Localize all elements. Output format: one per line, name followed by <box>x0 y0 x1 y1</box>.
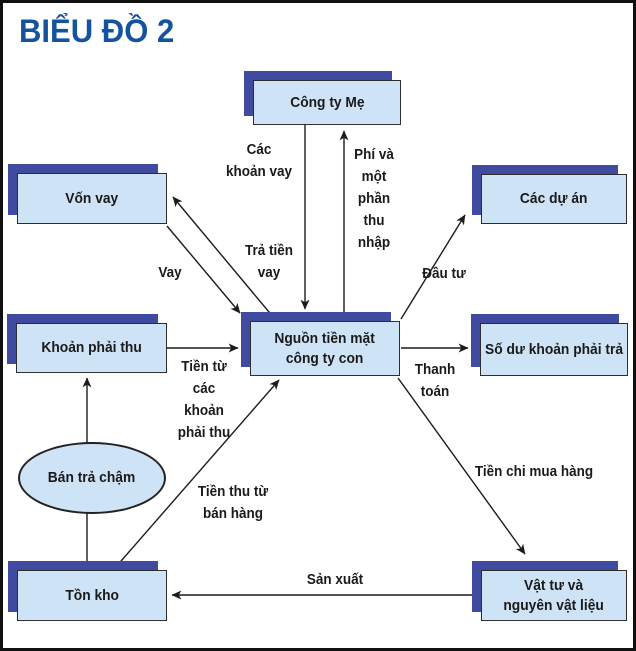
edge-label-cac-khoan-vay: Các khoản vay <box>226 142 292 180</box>
node-ton-kho: Tồn kho <box>17 570 167 621</box>
node-vat-tu-label-line1: Vật tư và <box>524 576 584 594</box>
edge-label-thanh-toan: Thanh toán <box>414 362 456 400</box>
node-so-du-khoan-phai-tra-label: Số dư khoản phải trả <box>484 340 624 358</box>
edge-label-san-xuat: Sản xuất <box>306 572 364 588</box>
node-ton-kho-label: Tồn kho <box>65 586 119 604</box>
node-khoan-phai-thu: Khoản phải thu <box>16 323 167 373</box>
edge-label-tien-chi-mua-hang: Tiền chi mua hàng <box>474 464 594 480</box>
edge-tien-thu-tu-ban-hang <box>114 379 280 569</box>
edge-label-dau-tu: Đầu tư <box>422 266 466 282</box>
node-so-du-khoan-phai-tra: Số dư khoản phải trả <box>480 323 628 376</box>
node-vat-tu-label-line2: nguyên vật liệu <box>503 596 605 614</box>
diagram-title: BIỂU ĐỒ 2 <box>19 13 175 49</box>
node-ban-tra-cham: Bán trả chậm <box>18 442 166 514</box>
edge-label-vay: Vay <box>158 265 182 281</box>
edge-label-phi-va-thu-nhap: Phí và một phần thu nhập <box>354 147 394 251</box>
edge-vay <box>166 225 241 314</box>
edges-layer <box>82 125 526 600</box>
node-nguon-tien-mat: Nguồn tiền mặt công ty con <box>250 321 400 376</box>
node-nguon-tien-mat-label-line2: công ty con <box>286 349 364 367</box>
node-von-vay: Vốn vay <box>17 173 167 224</box>
edge-tra-tien-vay <box>172 196 275 319</box>
edge-label-tien-thu-tu-ban-hang: Tiền thu từ bán hàng <box>197 484 269 522</box>
node-cong-ty-me-label: Công ty Mẹ <box>289 93 365 111</box>
edge-tien-chi-mua-hang <box>397 377 526 555</box>
edge-label-tra-tien-vay: Trả tiền vay <box>245 243 293 281</box>
node-nguon-tien-mat-label-line1: Nguồn tiền mặt <box>274 329 376 347</box>
edge-label-tien-tu-khoan-phai-thu: Tiền từ các khoản phải thu <box>177 359 231 441</box>
node-cong-ty-me: Công ty Mẹ <box>253 80 401 125</box>
edge-dau-tu <box>400 214 466 320</box>
node-ban-tra-cham-label: Bán trả chậm <box>48 469 136 486</box>
node-cac-du-an: Các dự án <box>481 174 627 224</box>
node-khoan-phai-thu-label: Khoản phải thu <box>41 339 142 356</box>
node-cac-du-an-label: Các dự án <box>520 190 588 207</box>
node-vat-tu-nguyen-vat-lieu: Vật tư và nguyên vật liệu <box>481 570 627 621</box>
node-von-vay-label: Vốn vay <box>65 189 119 207</box>
